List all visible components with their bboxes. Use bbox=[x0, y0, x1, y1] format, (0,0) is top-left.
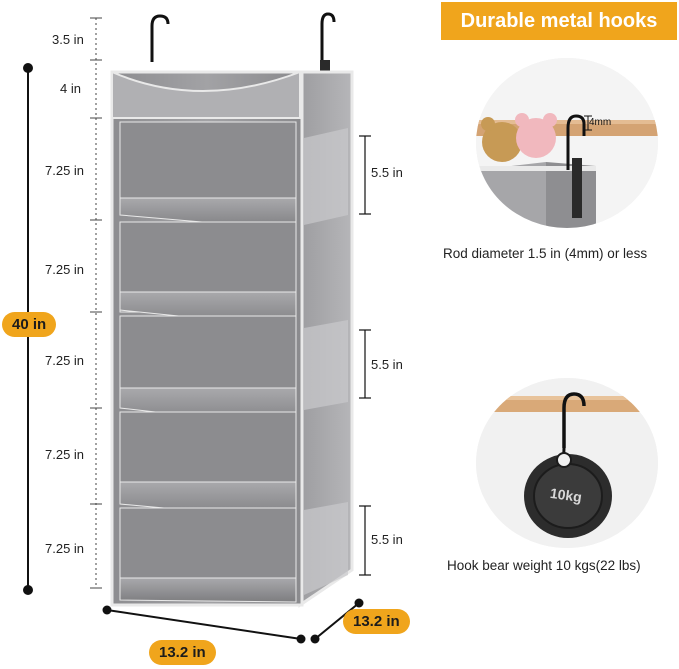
side-pocket-scale bbox=[359, 135, 371, 576]
rod-caption: Rod diameter 1.5 in (4mm) or less bbox=[443, 246, 648, 261]
total-height-badge: 40 in bbox=[2, 312, 57, 337]
height-label-shelf-1: 7.25 in bbox=[45, 163, 85, 178]
rod-detail-view: 4mm bbox=[476, 58, 658, 228]
side-pocket-label-3: 5.5 in bbox=[371, 532, 403, 547]
height-label-top-hook: 3.5 in bbox=[52, 32, 84, 47]
base-dimension-lines bbox=[102, 598, 364, 644]
height-label-shelf-5: 7.25 in bbox=[45, 541, 85, 556]
weight-caption: Hook bear weight 10 kgs(22 lbs) bbox=[447, 558, 641, 573]
height-label-top-pocket: 4 in bbox=[60, 81, 81, 96]
weight-detail-view: 10kg bbox=[476, 378, 658, 548]
rod-gap-label: 4mm bbox=[589, 117, 612, 128]
rod-detail-illustration bbox=[476, 58, 658, 228]
width-badge: 13.2 in bbox=[149, 640, 216, 665]
weight-detail-illustration bbox=[476, 378, 658, 548]
side-pocket-label-2: 5.5 in bbox=[371, 357, 403, 372]
height-label-shelf-3: 7.25 in bbox=[45, 353, 85, 368]
height-label-shelf-4: 7.25 in bbox=[45, 447, 85, 462]
depth-badge: 13.2 in bbox=[343, 609, 410, 634]
side-pocket-label-1: 5.5 in bbox=[371, 165, 403, 180]
feature-banner: Durable metal hooks bbox=[441, 2, 677, 40]
hanging-organizer bbox=[110, 12, 354, 608]
hook-icon bbox=[150, 12, 336, 68]
height-label-shelf-2: 7.25 in bbox=[45, 262, 85, 277]
